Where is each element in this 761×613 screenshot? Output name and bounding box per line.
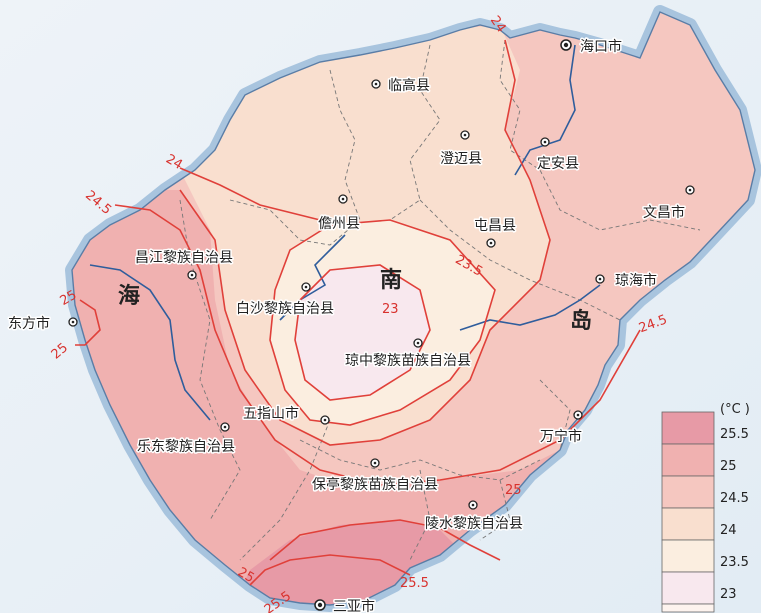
city-markers: 海口市 临高县 澄迈县 定安县 文昌市 儋州县 屯昌县 琼海市 昌江黎族自治县 …: [7, 37, 695, 613]
iso-label: 25: [58, 288, 80, 309]
city-label-qiongzhong: 琼中黎族苗族自治县: [345, 353, 471, 369]
region-label-hai: 海: [118, 283, 140, 309]
city-label-danzhou: 儋州县: [318, 216, 360, 232]
legend-swatch-23: [661, 571, 715, 605]
city-marker-qionghai: [595, 274, 605, 284]
city-marker-wenchang: [685, 185, 695, 195]
city-label-wenchang: 文昌市: [643, 204, 685, 221]
city-label-haikou: 海口市: [580, 38, 622, 55]
city-label-baisha: 白沙黎族自治县: [236, 301, 334, 317]
legend-label: 25: [720, 459, 737, 474]
city-label-changjiang: 昌江黎族自治县: [135, 250, 233, 266]
city-marker-wanning: [573, 410, 583, 420]
legend-swatch-23-5: [661, 539, 715, 573]
city-marker-tunchang: [486, 238, 496, 248]
legend-swatch-25: [661, 443, 715, 477]
legend: (°C ) 25.5 25 24.5 24 23.5 23: [661, 402, 750, 613]
coastline: [71, 11, 756, 606]
city-marker-dingan: [540, 137, 550, 147]
legend-label: 23.5: [720, 555, 749, 570]
city-marker-ledong: [220, 422, 230, 432]
legend-label: 24.5: [720, 491, 749, 506]
legend-label: 23: [720, 587, 737, 602]
region-label-dao: 岛: [570, 308, 592, 334]
iso-label: 25: [235, 565, 257, 586]
isotherms: [75, 39, 641, 586]
city-label-baoting: 保亭黎族苗族自治县: [312, 476, 438, 493]
city-marker-lingshui: [468, 500, 478, 510]
city-label-dingan: 定安县: [537, 156, 579, 172]
iso-label: 24: [163, 152, 185, 173]
city-label-chengmai: 澄迈县: [440, 151, 482, 167]
legend-swatch-25-5: [661, 411, 715, 445]
city-label-sanya: 三亚市: [333, 598, 375, 613]
city-marker-qiongzhong: [413, 338, 423, 348]
legend-unit: (°C ): [720, 402, 750, 417]
legend-label: 24: [720, 523, 737, 538]
city-label-qionghai: 琼海市: [615, 272, 657, 289]
city-marker-baisha: [301, 282, 311, 292]
county-borders: [179, 39, 701, 561]
region-label-nan: 南: [380, 268, 402, 293]
city-label-tunchang: 屯昌县: [474, 218, 516, 234]
city-marker-haikou: [560, 39, 572, 51]
legend-label: 25.5: [720, 427, 749, 442]
legend-swatch-24-5: [661, 475, 715, 509]
city-marker-lingao: [371, 79, 381, 89]
city-label-lingao: 临高县: [388, 77, 430, 94]
city-marker-changjiang: [187, 270, 197, 280]
city-label-lingshui: 陵水黎族自治县: [425, 516, 523, 532]
city-marker-wuzhishan: [320, 415, 330, 425]
city-marker-chengmai: [460, 130, 470, 140]
city-marker-dongfang: [68, 317, 78, 327]
iso-label: 25: [505, 483, 522, 498]
city-marker-danzhou: [338, 194, 348, 204]
city-label-wanning: 万宁市: [540, 428, 582, 445]
city-label-ledong: 乐东黎族自治县: [137, 439, 235, 455]
legend-swatch-24: [661, 507, 715, 541]
rivers: [89, 44, 601, 421]
iso-label: 25.5: [400, 576, 429, 591]
legend-swatch-below-23: [661, 603, 715, 613]
city-marker-baoting: [370, 458, 380, 468]
zone-23: [295, 265, 430, 400]
city-marker-sanya: [314, 599, 326, 611]
iso-label: 23: [382, 302, 399, 317]
city-label-wuzhishan: 五指山市: [243, 405, 299, 422]
city-label-dongfang: 东方市: [8, 315, 50, 332]
